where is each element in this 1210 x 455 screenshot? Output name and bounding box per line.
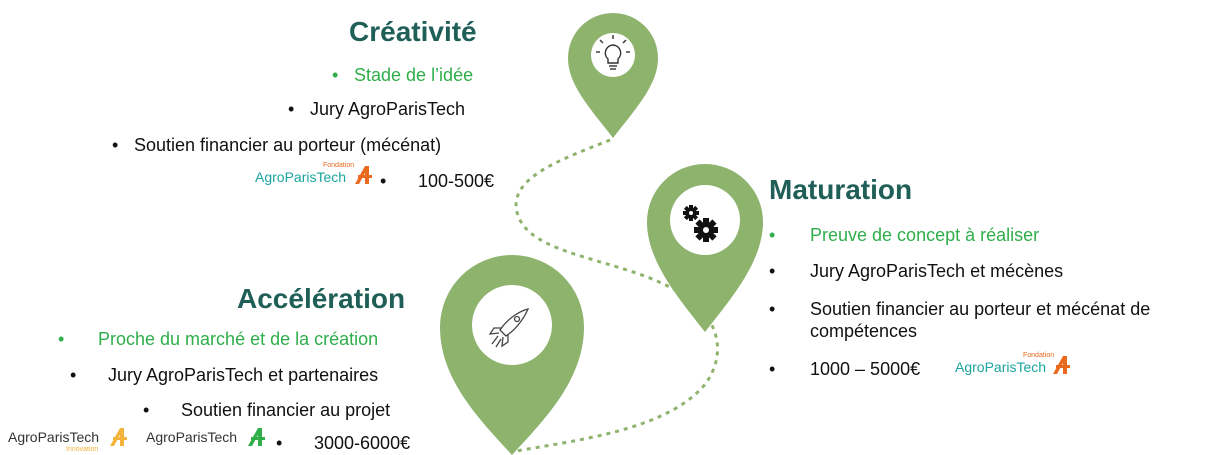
creativite-item-jury: Jury AgroParisTech	[310, 99, 466, 119]
logo-tag: Fondation	[1023, 352, 1055, 359]
creativite-item-funding: Soutien financier au porteur (mécénat)	[134, 135, 442, 155]
creativite-item-stage: Stade de l’idée	[354, 65, 474, 85]
creativite-item-amount: 100-500€	[418, 171, 495, 191]
logo-tag: Fondation	[323, 162, 355, 169]
bullet: •	[769, 225, 776, 245]
logo-tag: Innovation	[66, 446, 99, 453]
bullet: •	[769, 299, 776, 319]
logo-fondation-agroparistech: Fondation AgroParisTech	[255, 162, 375, 186]
agroparistech-mark-icon	[1053, 356, 1070, 374]
logo-name: AgroParisTech	[146, 429, 238, 445]
pin-maturation	[647, 164, 763, 332]
pin-acceleration	[440, 255, 584, 455]
maturation-item-jury: Jury AgroParisTech et mécènes	[810, 261, 1064, 281]
logo-name: AgroParisTech	[255, 169, 347, 185]
acceleration-item-market: Proche du marché et de la création	[98, 329, 379, 349]
maturation-item-funding-cont: compétences	[810, 321, 918, 341]
bullet: •	[769, 359, 776, 379]
logo-name: AgroParisTech	[8, 429, 100, 445]
acceleration-item-funding: Soutien financier au projet	[181, 400, 391, 420]
logo-fondation-agroparistech: Fondation AgroParisTech	[955, 352, 1075, 376]
title-maturation: Maturation	[769, 174, 913, 205]
logo-agroparistech: AgroParisTech	[146, 426, 276, 450]
maturation-item-poc: Preuve de concept à réaliser	[810, 225, 1040, 245]
bullet: •	[288, 99, 295, 119]
pin-creativite	[568, 13, 658, 138]
bullet: •	[112, 135, 119, 155]
bullet: •	[332, 65, 339, 85]
agroparistech-mark-icon	[248, 428, 265, 446]
bullet: •	[143, 400, 150, 420]
maturation-item-funding: Soutien financier au porteur et mécénat …	[810, 299, 1151, 319]
agroparistech-mark-icon	[355, 166, 372, 184]
gears-icon	[683, 205, 718, 242]
acceleration-item-jury: Jury AgroParisTech et partenaires	[108, 365, 379, 385]
title-acceleration: Accélération	[237, 283, 406, 314]
lightbulb-icon	[596, 35, 630, 70]
agroparistech-mark-icon	[110, 428, 127, 446]
title-creativite: Créativité	[349, 16, 477, 47]
bullet: •	[276, 433, 283, 453]
bullet: •	[70, 365, 77, 385]
maturation-item-amount: 1000 – 5000€	[810, 359, 921, 379]
bullet: •	[769, 261, 776, 281]
logo-name: AgroParisTech	[955, 359, 1047, 375]
logo-innovation-agroparistech: AgroParisTech Innovation	[8, 426, 138, 455]
acceleration-item-amount: 3000-6000€	[314, 433, 411, 453]
bullet: •	[380, 171, 387, 191]
rocket-icon	[488, 308, 530, 348]
bullet: •	[58, 329, 65, 349]
